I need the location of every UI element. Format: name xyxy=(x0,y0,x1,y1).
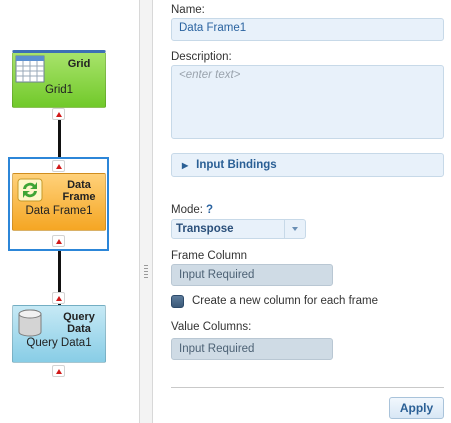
node-data-frame[interactable]: Data Frame Data Frame1 xyxy=(12,173,106,231)
node-grid[interactable]: Grid Grid1 xyxy=(12,50,106,108)
frame-column-label: Frame Column xyxy=(171,250,248,262)
connector-grid-to-frame xyxy=(58,120,61,172)
chevron-right-icon: ▶ xyxy=(182,160,189,170)
database-icon xyxy=(15,308,45,341)
new-column-checkbox-label[interactable]: Create a new column for each frame xyxy=(192,295,379,307)
port-arrow-icon[interactable] xyxy=(52,160,65,172)
node-title: Data Frame xyxy=(62,179,96,203)
mode-select[interactable]: Transpose xyxy=(171,219,306,239)
port-arrow-icon[interactable] xyxy=(52,365,65,377)
splitter-grip-icon[interactable] xyxy=(144,265,148,279)
port-arrow-icon[interactable] xyxy=(52,292,65,304)
node-title: Grid xyxy=(67,58,91,70)
new-column-checkbox[interactable] xyxy=(171,295,184,308)
connector-frame-to-query xyxy=(58,251,61,305)
node-subtitle: Data Frame1 xyxy=(25,205,93,217)
node-query-data[interactable]: Query Data Query Data1 xyxy=(12,305,106,363)
name-field[interactable]: Data Frame1 xyxy=(171,18,444,41)
flow-canvas[interactable]: Grid Grid1 Data Frame Data Frame1 Query … xyxy=(0,0,139,423)
chevron-down-icon[interactable] xyxy=(284,220,305,238)
frame-column-field[interactable]: Input Required xyxy=(171,264,333,286)
value-columns-label: Value Columns: xyxy=(171,321,252,333)
divider xyxy=(171,387,444,388)
help-icon[interactable]: ? xyxy=(205,204,213,216)
input-bindings-toggle[interactable]: ▶ Input Bindings xyxy=(171,153,444,177)
mode-value: Transpose xyxy=(176,223,234,235)
node-subtitle: Grid1 xyxy=(44,84,74,96)
mode-label: Mode:? xyxy=(171,204,213,216)
node-subtitle: Query Data1 xyxy=(26,337,92,349)
apply-button[interactable]: Apply xyxy=(389,397,444,419)
name-label: Name: xyxy=(171,4,205,16)
value-columns-field[interactable]: Input Required xyxy=(171,338,333,360)
node-title: Query Data xyxy=(63,311,95,335)
properties-panel: Name: Data Frame1 Description: <enter te… xyxy=(153,0,451,423)
data-frame-icon xyxy=(15,176,45,207)
panel-splitter[interactable] xyxy=(139,0,153,423)
grid-icon xyxy=(15,55,45,86)
description-label: Description: xyxy=(171,51,232,63)
port-arrow-icon[interactable] xyxy=(52,235,65,247)
port-arrow-icon[interactable] xyxy=(52,108,65,120)
input-bindings-label: Input Bindings xyxy=(196,159,277,171)
mode-label-text: Mode: xyxy=(171,204,203,216)
description-field[interactable]: <enter text> xyxy=(171,65,444,139)
